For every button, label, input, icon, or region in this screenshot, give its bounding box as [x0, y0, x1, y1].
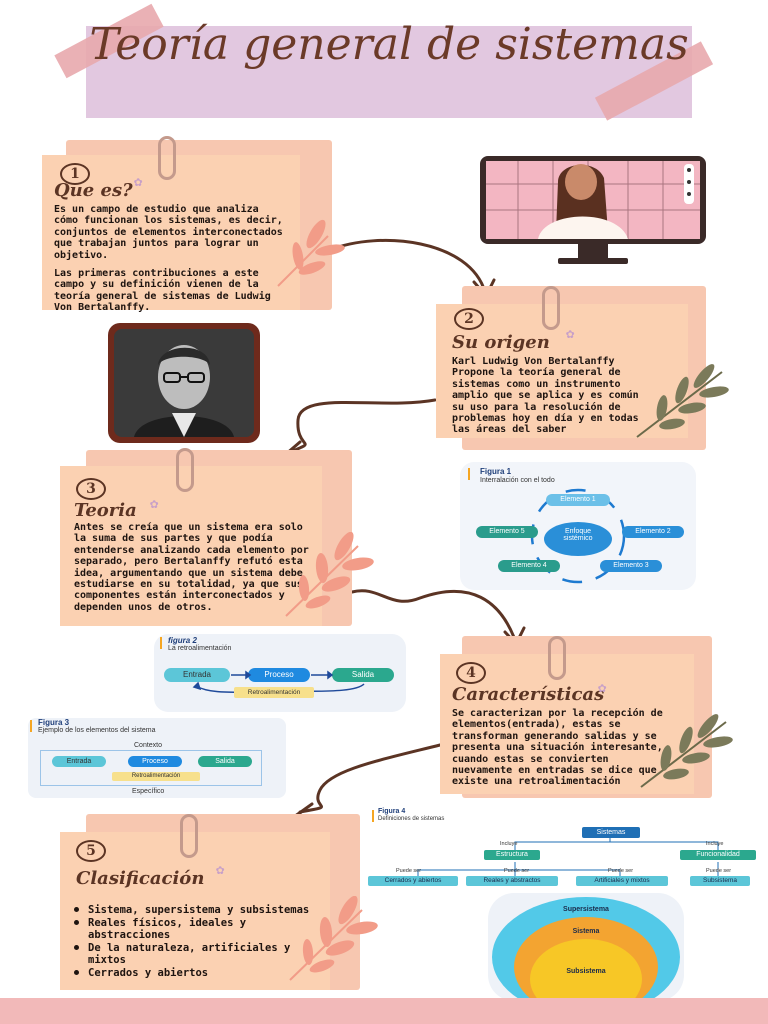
figure-1-element-1: Elemento 1 — [546, 494, 610, 506]
list-item: Reales físicos, ideales y abstracciones — [72, 917, 322, 942]
section-4-title: Características — [452, 684, 605, 705]
figure-1-caption: Interralación con el todo — [480, 477, 555, 484]
figure-2-entrada: Entrada — [164, 668, 230, 682]
figure-4-estructura: Estructura — [484, 850, 540, 860]
figure-1-accent — [468, 468, 470, 480]
woman-monitor-illustration — [480, 156, 706, 264]
figure-3-contexto: Contexto — [134, 742, 163, 749]
bottom-decorative-strip — [0, 998, 768, 1024]
bertalanffy-portrait — [108, 323, 260, 443]
figure-5-nested-circles — [492, 897, 680, 1001]
section-3-number: 3 — [76, 478, 106, 500]
figure-4-subsistema: Subsistema — [690, 876, 750, 886]
section-2-number: 2 — [454, 308, 484, 330]
figure-3-especifico: Específico — [132, 788, 165, 795]
figure-4-accent — [372, 810, 374, 822]
figure-2-label: figura 2 — [168, 636, 197, 645]
section-5-number: 5 — [76, 840, 106, 862]
section-2-text: Karl Ludwig Von Bertalanffy Propone la t… — [452, 356, 639, 436]
paperclip-icon — [176, 448, 194, 492]
figure-1-element-3: Elemento 3 — [600, 560, 662, 572]
figure-3-caption: Ejemplo de los elementos del sistema — [38, 727, 156, 734]
figure-1-element-4: Elemento 4 — [498, 560, 560, 572]
section-1-title: Que es? — [54, 180, 133, 201]
figure-3-proceso: Proceso — [128, 756, 182, 767]
figure-4-connectors — [417, 838, 719, 876]
figure-2-arrows — [192, 670, 365, 693]
section-2-title: Su origen — [452, 332, 550, 353]
sparkle-icon: ✿ — [150, 496, 159, 512]
figure-2-accent — [160, 637, 162, 649]
title-banner — [86, 26, 692, 118]
sparkle-icon: ✿ — [566, 326, 575, 342]
figure-5-supersistema: Supersistema — [563, 906, 609, 913]
list-item: Sistema, supersistema y subsistemas — [72, 904, 322, 917]
leaf-icon — [277, 219, 345, 287]
section-3-title: Teoria — [74, 500, 137, 521]
figure-1-center: Enfoque sistémico — [544, 522, 612, 556]
figure-4-root: Sistemas — [582, 827, 640, 838]
section-5-card — [60, 832, 330, 990]
page-title: Teoría general de sistemas — [89, 19, 689, 70]
paperclip-icon — [548, 636, 566, 680]
sparkle-icon: ✿ — [216, 862, 225, 878]
figure-3-label: Figura 3 — [38, 718, 70, 727]
figure-4-reales: Reales y abstractos — [466, 876, 558, 886]
section-5-title: Clasificación — [76, 868, 205, 889]
figure-4-caption: Definiciones de sistemas — [378, 816, 445, 822]
figure-2-retro: Retroalimentación — [234, 687, 314, 698]
figure-4-puede-2: Puede ser — [504, 868, 530, 874]
figure-3-salida: Salida — [198, 756, 252, 767]
figure-4-incluye-1: Incluye — [500, 841, 518, 847]
leaf-icon — [285, 532, 374, 617]
figure-4-funcionalidad: Funcionalidad — [680, 850, 756, 860]
section-1-text-2: Las primeras contribuciones a este campo… — [54, 268, 271, 314]
figure-1-label: Figura 1 — [480, 467, 512, 476]
figure-3-accent — [30, 720, 32, 732]
section-1-text: Es un campo de estudio que analiza cómo … — [54, 204, 283, 261]
figure-2-caption: La retroalimentación — [168, 645, 232, 652]
paperclip-icon — [542, 286, 560, 330]
figure-4-puede-1: Puede ser — [396, 868, 422, 874]
sparkle-icon: ✿ — [598, 680, 607, 696]
section-3-text: Antes se creía que un sistema era solo l… — [74, 522, 309, 613]
figure-4-puede-4: Puede ser — [706, 868, 732, 874]
figure-5-sistema: Sistema — [572, 928, 600, 935]
figure-4-incluye-2: Incluye — [706, 841, 724, 847]
figure-1-element-5: Elemento 5 — [476, 526, 538, 538]
figure-3-entrada: Entrada — [52, 756, 106, 767]
section-4-number: 4 — [456, 662, 486, 684]
figure-2-proceso: Proceso — [248, 668, 310, 682]
section-1-number: 1 — [60, 163, 90, 185]
list-item: De la naturaleza, artificiales y mixtos — [72, 942, 322, 967]
leaf-icon — [636, 364, 729, 438]
figure-4-artificiales: Artificiales y mixtos — [576, 876, 668, 886]
paperclip-icon — [180, 814, 198, 858]
leaf-icon — [289, 896, 378, 981]
section-5-list: Sistema, supersistema y subsistemas Real… — [72, 904, 322, 979]
section-4-text: Se caracterizan por la recepción de elem… — [452, 708, 663, 788]
sparkle-icon: ✿ — [134, 174, 143, 190]
figure-4-cerrados: Cerrados y abiertos — [368, 876, 458, 886]
list-item: Cerrados y abiertos — [72, 967, 322, 980]
figure-2-salida: Salida — [332, 668, 394, 682]
figure-4-label: Figura 4 — [378, 808, 406, 815]
figure-3-frame — [40, 750, 262, 786]
figure-4-puede-3: Puede ser — [608, 868, 634, 874]
paperclip-icon — [158, 136, 176, 180]
figure-5-subsistema: Subsistema — [566, 968, 606, 975]
figure-1-element-2: Elemento 2 — [622, 526, 684, 538]
leaf-icon — [640, 714, 733, 788]
figure-3-retro: Retroalimentación — [112, 772, 200, 781]
